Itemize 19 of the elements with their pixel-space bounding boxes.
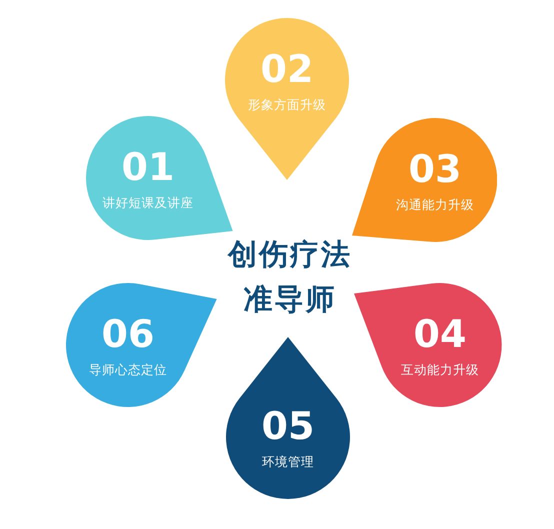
petal-shape [352,118,497,242]
step-number: 01 [120,148,176,186]
step-number: 05 [260,407,316,445]
petal-shape [226,337,350,499]
step-label: 导师心态定位 [88,362,168,377]
step-number: 02 [260,50,314,88]
step-number: 03 [408,150,462,188]
petal-shape [354,283,502,407]
petal-shape [86,116,233,240]
step-label: 形象方面升级 [247,97,327,112]
step-number: 04 [412,315,468,353]
petal-shape [225,18,349,180]
petal-shape [66,283,217,407]
step-label: 互动能力升级 [400,362,480,377]
step-label: 环境管理 [261,454,315,469]
step-label: 沟通能力升级 [394,197,475,212]
center-title: 创伤疗法准导师 [226,236,353,318]
step-label: 讲好短课及讲座 [102,195,194,210]
step-number: 06 [100,315,156,353]
